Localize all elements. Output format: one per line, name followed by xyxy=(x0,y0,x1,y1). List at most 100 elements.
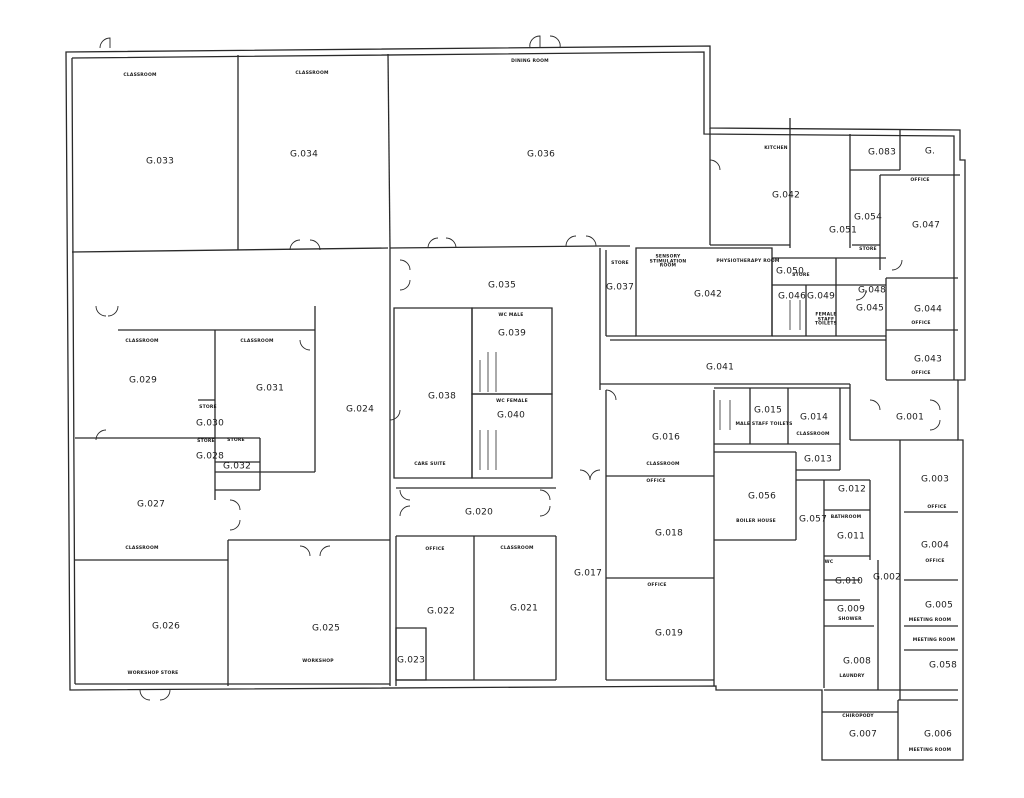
room-code-g011: G.011 xyxy=(836,531,866,542)
room-code-g035: G.035 xyxy=(487,280,517,291)
room-code-g049: G.049 xyxy=(806,291,836,302)
room-name-g029: CLASSROOM xyxy=(125,338,159,344)
room-code-g044: G.044 xyxy=(913,304,943,315)
room-code-g042k: G.042 xyxy=(771,190,801,201)
room-name-g016: CLASSROOM xyxy=(646,461,680,467)
room-code-g030: G.030 xyxy=(195,418,225,429)
room-name-g004: OFFICE xyxy=(925,558,945,564)
room-name-g056: BOILER HOUSE xyxy=(736,518,776,524)
room-code-g041: G.041 xyxy=(705,362,735,373)
room-name-g005: MEETING ROOM xyxy=(908,617,952,623)
room-code-g056: G.056 xyxy=(747,491,777,502)
room-code-g029: G.029 xyxy=(128,375,158,386)
room-code-g057: G.057 xyxy=(798,514,828,525)
room-name-g034: CLASSROOM xyxy=(295,70,329,76)
room-name-g019: OFFICE xyxy=(647,582,667,588)
room-code-g015: G.015 xyxy=(753,405,783,416)
room-code-g020: G.020 xyxy=(464,507,494,518)
room-name-g010: WC xyxy=(824,559,834,565)
room-name-g008: LAUNDRY xyxy=(839,673,865,679)
room-name-g054: STORE xyxy=(859,246,877,252)
room-code-g017: G.017 xyxy=(573,568,603,579)
room-name-g003: OFFICE xyxy=(927,504,947,510)
room-name-g021: CLASSROOM xyxy=(500,545,534,551)
room-code-g050: G.050 xyxy=(775,266,805,277)
room-code-g039: G.039 xyxy=(497,328,527,339)
room-code-g019: G.019 xyxy=(654,628,684,639)
room-name-g015: MALE STAFF TOILETS xyxy=(735,421,793,427)
room-code-g045: G.045 xyxy=(855,303,885,314)
room-code-g014: G.014 xyxy=(799,412,829,423)
room-name-g030: STORE xyxy=(199,404,217,410)
wc-cubicles xyxy=(480,300,800,470)
room-name-g037: STORE xyxy=(611,260,629,266)
room-name-g044: OFFICE xyxy=(911,320,931,326)
room-code-g006: G.006 xyxy=(923,729,953,740)
room-code-g004: G.004 xyxy=(920,540,950,551)
room-code-g042: G.042 xyxy=(693,289,723,300)
room-code-g002: G.002 xyxy=(872,572,902,583)
room-code-g018: G.018 xyxy=(654,528,684,539)
room-name-g022: OFFICE xyxy=(425,546,445,552)
room-code-g008: G.008 xyxy=(842,656,872,667)
room-code-g007: G.007 xyxy=(848,729,878,740)
room-name-g058: MEETING ROOM xyxy=(912,637,956,643)
room-name-g009: SHOWER xyxy=(838,616,862,622)
room-name-g014: CLASSROOM xyxy=(796,431,830,437)
room-code-g038: G.038 xyxy=(427,391,457,402)
sensory-label: SENSORY STIMULATION ROOM xyxy=(649,254,687,269)
room-code-g034: G.034 xyxy=(289,149,319,160)
room-code-g022: G.022 xyxy=(426,606,456,617)
room-code-g032: G.032 xyxy=(222,461,252,472)
room-code-g037: G.037 xyxy=(605,282,635,293)
room-code-g003: G.003 xyxy=(920,474,950,485)
outer-wall-inner xyxy=(72,52,954,684)
room-name-g039: WC MALE xyxy=(498,312,524,318)
room-code-g027: G.027 xyxy=(136,499,166,510)
room-code-g036: G.036 xyxy=(526,149,556,160)
room-code-g013: G.013 xyxy=(803,454,833,465)
room-name-g031: CLASSROOM xyxy=(240,338,274,344)
room-name-g042k: KITCHEN xyxy=(764,145,788,151)
room-name-g026: WORKSHOP STORE xyxy=(127,670,179,676)
room-code-g033: G.033 xyxy=(145,156,175,167)
room-code-g083: G.083 xyxy=(867,147,897,158)
room-code-g009: G.009 xyxy=(836,604,866,615)
room-name-g011: BATHROOM xyxy=(830,514,862,520)
room-code-g025: G.025 xyxy=(311,623,341,634)
room-code-g001: G.001 xyxy=(895,412,925,423)
room-name-g025: WORKSHOP xyxy=(302,658,334,664)
room-code-g051: G.051 xyxy=(828,225,858,236)
room-name-g006: MEETING ROOM xyxy=(908,747,952,753)
room-name-g007: CHIROPODY xyxy=(842,713,874,719)
room-code-g046: G.046 xyxy=(777,291,807,302)
room-code-g024: G.024 xyxy=(345,404,375,415)
room-code-g058: G.058 xyxy=(928,660,958,671)
room-name-g018: OFFICE xyxy=(646,478,666,484)
room-code-g005: G.005 xyxy=(924,600,954,611)
room-name-g033: CLASSROOM xyxy=(123,72,157,78)
room-name-g040: WC FEMALE xyxy=(496,398,528,404)
room-name-g032: STORE xyxy=(227,437,245,443)
female-staff-label: FEMALE STAFF TOILETS xyxy=(814,312,838,327)
room-code-g031: G.031 xyxy=(255,383,285,394)
room-name-g036: DINING ROOM xyxy=(511,58,549,64)
room-name-g028: STORE xyxy=(197,438,215,444)
room-code-g047: G.047 xyxy=(911,220,941,231)
room-code-g043: G.043 xyxy=(913,354,943,365)
room-name-g043: OFFICE xyxy=(911,370,931,376)
room-code-g054: G.054 xyxy=(853,212,883,223)
physio-label: PHYSIOTHERAPY ROOM xyxy=(716,258,780,264)
store-small-label: STORE xyxy=(792,272,810,278)
room-code-g012: G.012 xyxy=(837,484,867,495)
room-name-g047: OFFICE xyxy=(910,177,930,183)
room-code-g021: G.021 xyxy=(509,603,539,614)
room-code-g026: G.026 xyxy=(151,621,181,632)
room-code-g023: G.023 xyxy=(396,655,426,666)
room-code-gc: G. xyxy=(924,146,936,157)
room-code-g048: G.048 xyxy=(857,285,887,296)
room-code-g016: G.016 xyxy=(651,432,681,443)
room-code-g040: G.040 xyxy=(496,410,526,421)
room-name-g027: CLASSROOM xyxy=(125,545,159,551)
